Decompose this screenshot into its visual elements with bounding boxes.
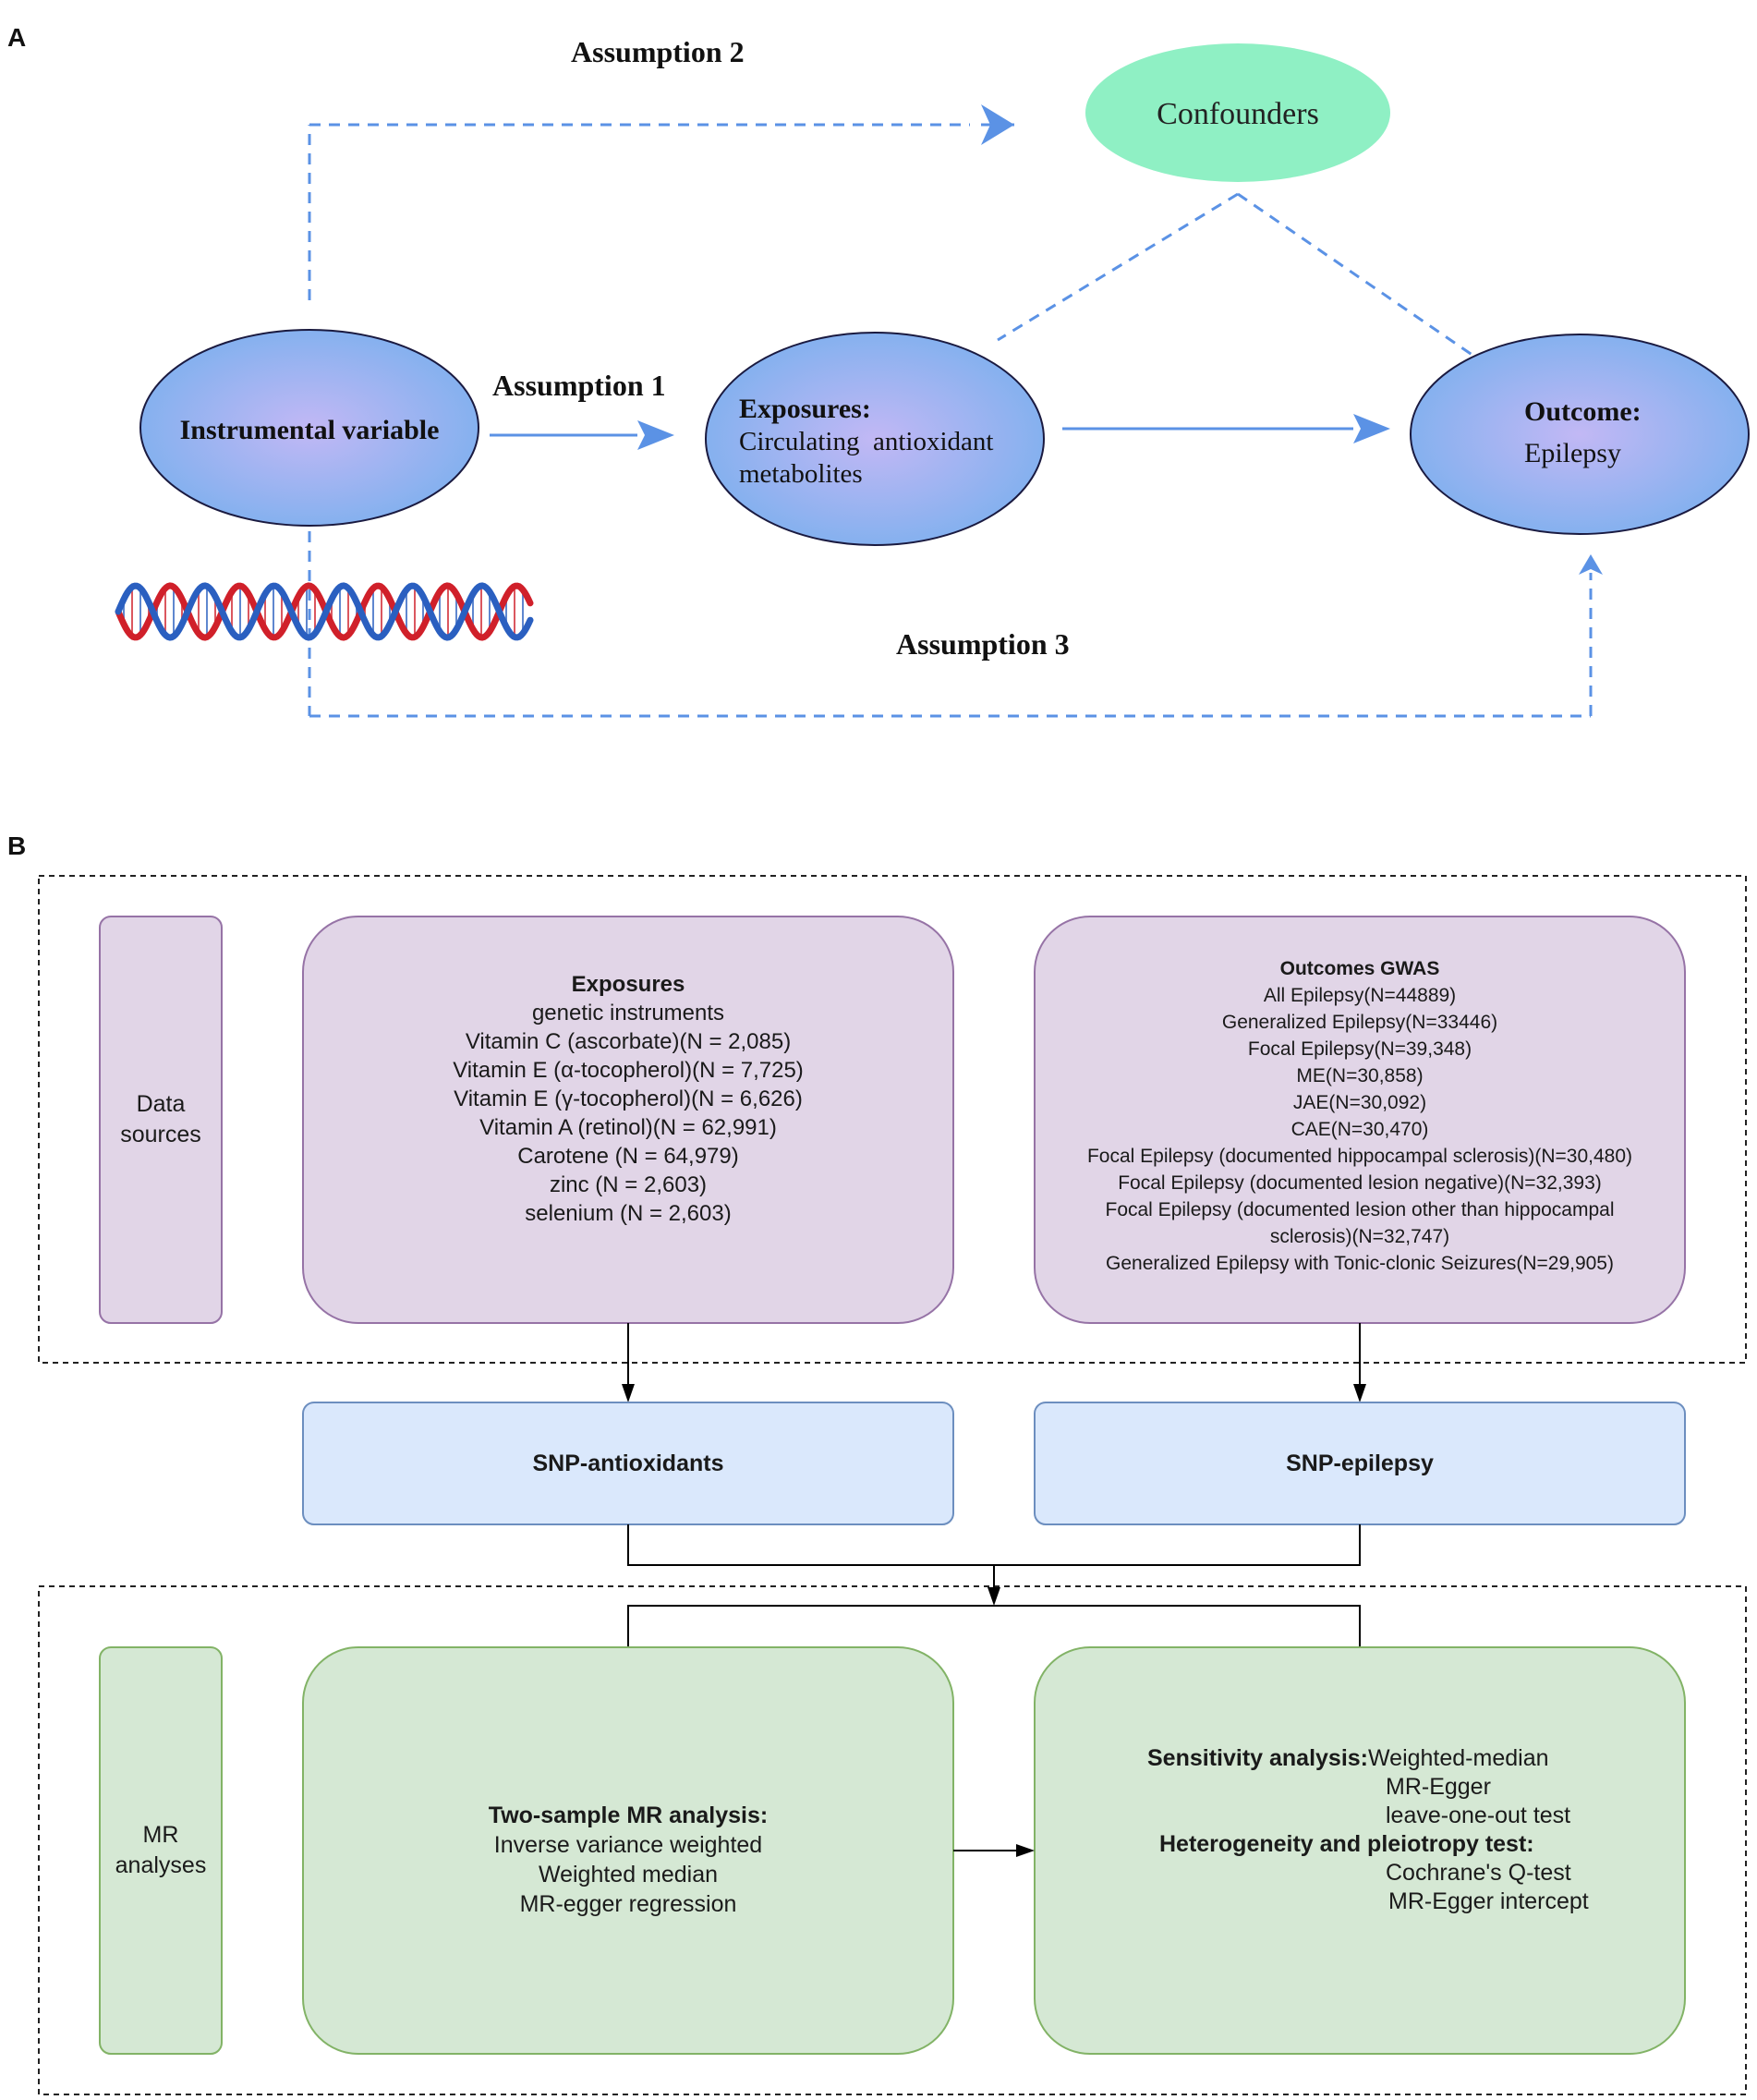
exposure-item: Vitamin C (ascorbate)(N = 2,085) <box>465 1028 792 1054</box>
outcome-item: All Epilepsy(N=44889) <box>1263 985 1457 1006</box>
assumption-1-arrow <box>490 420 674 450</box>
heterogeneity-item: MR-Egger intercept <box>1388 1888 1589 1914</box>
outcome-item: Focal Epilepsy(N=39,348) <box>1247 1038 1472 1060</box>
data-sources-text: Data sources <box>100 916 222 1323</box>
mr-analysis-item: Inverse variance weighted <box>493 1832 763 1858</box>
outcome-item: JAE(N=30,092) <box>1292 1092 1427 1113</box>
exposure-item: zinc (N = 2,603) <box>549 1171 708 1197</box>
heterogeneity-label: Heterogeneity and pleiotropy test: <box>1159 1831 1534 1857</box>
mr-analyses-line-1: MR <box>142 1822 179 1848</box>
mr-to-sensitivity-arrow <box>953 1844 1035 1857</box>
outcome-value: Epilepsy <box>1524 438 1621 468</box>
sensitivity-label: Sensitivity analysis: <box>1147 1745 1369 1771</box>
exposures-to-snp-arrow <box>622 1323 635 1402</box>
mr-analyses-line-2: analyses <box>115 1852 207 1878</box>
outcome-item: Focal Epilepsy (documented lesion other … <box>1105 1199 1615 1220</box>
data-sources-box <box>99 916 223 1324</box>
assumption-1-label: Assumption 1 <box>492 369 666 402</box>
sensitivity-first-item: Weighted-median <box>1368 1745 1549 1771</box>
exposures-subtitle: genetic instruments <box>531 1000 725 1026</box>
outcome-item: sclerosis)(N=32,747) <box>1269 1226 1450 1247</box>
outcome-item: Generalized Epilepsy(N=33446) <box>1221 1012 1498 1033</box>
outcome-item: ME(N=30,858) <box>1296 1065 1424 1086</box>
panel-b-label: B <box>7 832 26 860</box>
mr-analyses-box <box>99 1646 223 2055</box>
exposure-to-outcome-arrow <box>1062 414 1390 443</box>
mr-analysis-text: Two-sample MR analysis: Inverse variance… <box>303 1647 953 2054</box>
exposures-text: Exposures genetic instruments Vitamin C … <box>303 916 953 1323</box>
exposures-box-title: Exposures <box>571 971 685 997</box>
assumption-3-label: Assumption 3 <box>896 627 1070 661</box>
snp-epilepsy-text: SNP-epilepsy <box>1035 1402 1685 1524</box>
panel-a-label: A <box>7 23 26 52</box>
exposure-item: Carotene (N = 64,979) <box>517 1143 739 1169</box>
exposures-title: Exposures: <box>739 394 871 424</box>
exposures-line-1: Circulating antioxidant <box>739 427 993 456</box>
assumption-2-arrow <box>308 104 1014 300</box>
data-sources-line-2: sources <box>120 1122 201 1147</box>
mr-analysis-item: Weighted median <box>538 1862 719 1888</box>
merge-connector <box>627 1524 1361 1647</box>
confounder-to-outcome-line <box>1237 192 1474 358</box>
snp-antioxidants-label: SNP-antioxidants <box>532 1450 724 1476</box>
data-sources-container <box>38 875 1747 1364</box>
outcome-item: Focal Epilepsy (documented lesion negati… <box>1118 1172 1602 1194</box>
outcomes-to-snp-arrow <box>1353 1323 1366 1402</box>
sensitivity-item: leave-one-out test <box>1386 1803 1571 1828</box>
confounder-to-exposure-line <box>997 192 1239 342</box>
mr-analyses-container <box>38 1585 1747 2095</box>
outcome-item: CAE(N=30,470) <box>1290 1119 1429 1140</box>
confounders-node <box>1085 43 1390 182</box>
snp-antioxidants-text: SNP-antioxidants <box>303 1402 953 1524</box>
dna-helix-icon <box>115 582 534 641</box>
confounders-label: Confounders <box>1157 97 1319 131</box>
outcome-node <box>1410 334 1750 535</box>
exposures-line-2: metabolites <box>739 459 863 489</box>
outcome-item: Focal Epilepsy (documented hippocampal s… <box>1086 1146 1633 1167</box>
assumption-3-arrow <box>308 531 1603 718</box>
outcomes-box-title: Outcomes GWAS <box>1279 958 1440 979</box>
snp-epilepsy-label: SNP-epilepsy <box>1286 1450 1434 1476</box>
dna-strand <box>115 582 534 641</box>
instrumental-variable-node <box>139 329 479 527</box>
sensitivity-text: Sensitivity analysis:Weighted-median MR-… <box>1035 1647 1685 2054</box>
instrumental-variable-label: Instrumental variable <box>180 415 440 445</box>
exposure-item: Vitamin E (γ-tocopherol)(N = 6,626) <box>454 1086 803 1111</box>
outcome-item: Generalized Epilepsy with Tonic-clonic S… <box>1106 1253 1614 1274</box>
data-sources-line-1: Data <box>136 1091 186 1117</box>
mr-analysis-item: MR-egger regression <box>519 1891 737 1917</box>
exposures-node <box>705 332 1045 546</box>
exposure-item: selenium (N = 2,603) <box>525 1200 732 1226</box>
sensitivity-item: MR-Egger <box>1386 1774 1491 1800</box>
heterogeneity-item: Cochrane's Q-test <box>1386 1860 1571 1886</box>
exposure-item: Vitamin E (α-tocopherol)(N = 7,725) <box>453 1057 804 1083</box>
outcome-title: Outcome: <box>1524 396 1642 427</box>
exposure-item: Vitamin A (retinol)(N = 62,991) <box>479 1114 777 1140</box>
assumption-2-label: Assumption 2 <box>571 35 745 68</box>
outcomes-text: Outcomes GWAS All Epilepsy(N=44889) Gene… <box>1035 916 1685 1323</box>
mr-analyses-text: MR analyses <box>100 1647 222 2054</box>
mr-analysis-title: Two-sample MR analysis: <box>488 1803 769 1828</box>
